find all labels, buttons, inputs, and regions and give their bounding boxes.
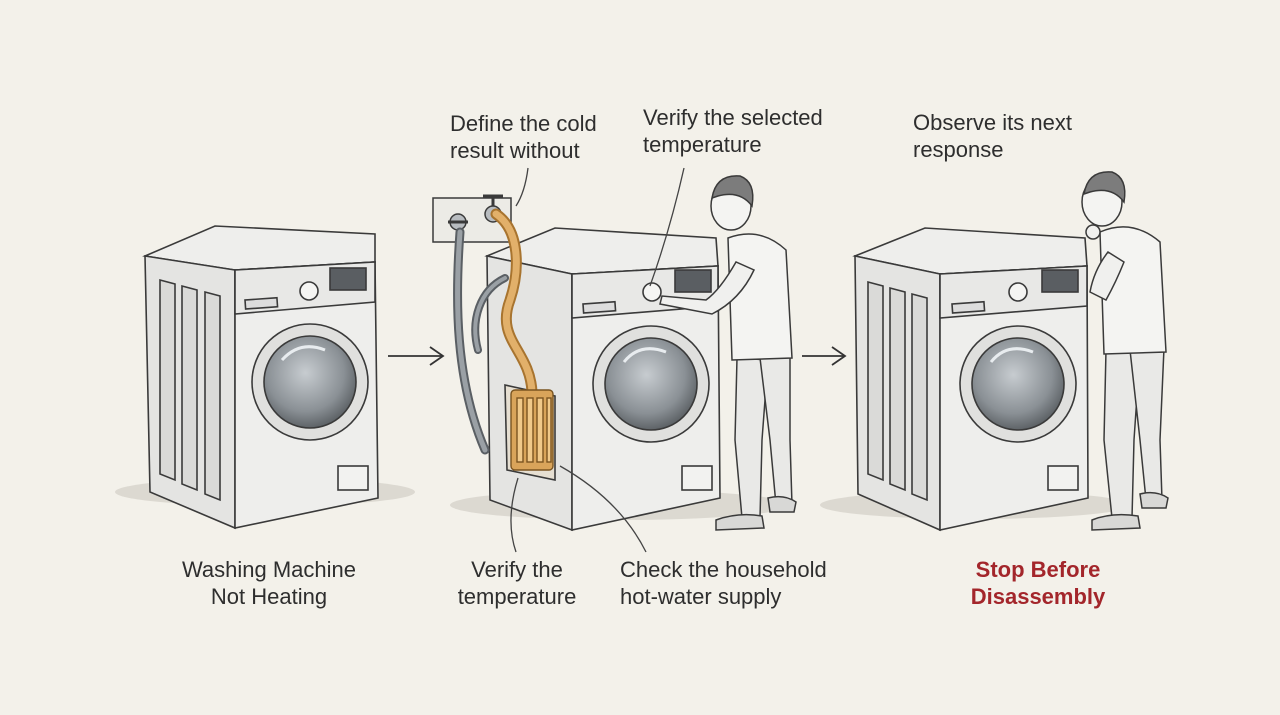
arrow-right-icon (802, 346, 847, 366)
washing-machine-icon (115, 225, 415, 530)
step3-callout-top: Observe its next response (913, 110, 1072, 162)
step2-callout-top-left: Define the cold result without (450, 111, 597, 163)
callout-leaders (510, 167, 685, 553)
washing-machine-icon (820, 227, 1130, 532)
water-hose (453, 227, 509, 455)
person-icon (1081, 171, 1169, 531)
step2-callout-top-right: Verify the selected temperature (643, 105, 823, 157)
arrow-right-icon (388, 346, 445, 366)
step1-label: Washing Machine Not Heating (181, 557, 357, 609)
hot-water-pipe (490, 208, 538, 398)
step2-label-bottom-right: Check the household hot-water supply (620, 557, 827, 609)
person-icon (659, 175, 797, 531)
step3-stop-label: Stop Before Disassembly (970, 557, 1106, 609)
step2-label-bottom-left: Verify the temperature (457, 557, 577, 609)
heater-element-icon (510, 389, 554, 471)
